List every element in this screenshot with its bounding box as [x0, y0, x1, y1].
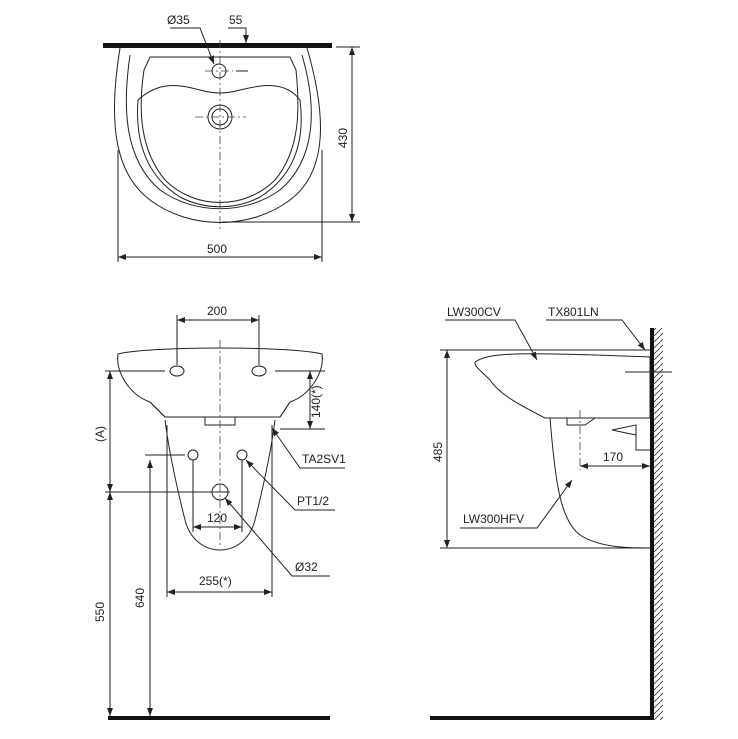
- basin-front: [117, 347, 323, 418]
- bowl-inner: [137, 85, 302, 208]
- drain-diameter-label: Ø32: [295, 560, 318, 574]
- supply-spacing-label: 120: [207, 511, 227, 525]
- tap-height-label: 140(*): [309, 385, 323, 418]
- overflow-side: [566, 417, 596, 426]
- floor-front: [108, 716, 330, 720]
- bowl-outer: [140, 56, 299, 203]
- wall-hatch: [653, 328, 663, 720]
- trap-side: [611, 424, 650, 451]
- offset-label: 55: [229, 13, 243, 27]
- bracket-spacing-label: 255(*): [199, 574, 232, 588]
- projection-label: 170: [603, 450, 623, 464]
- tap-hole-left: [169, 365, 185, 377]
- basin-model-label: LW300CV: [447, 305, 501, 319]
- height-a-label: (A): [93, 426, 107, 442]
- top-view: Ø35 55 430 500: [103, 13, 360, 262]
- bracket-label: TA2SV1: [302, 452, 346, 466]
- supply-height-label: 640: [133, 588, 147, 608]
- basin-side: [474, 353, 651, 419]
- side-height-label: 485: [431, 442, 445, 462]
- tap-spacing-label: 200: [207, 304, 227, 318]
- wall: [650, 328, 654, 720]
- depth-label: 430: [336, 128, 350, 148]
- supply-label: PT1/2: [297, 494, 329, 508]
- supply-right: [236, 449, 248, 461]
- side-view: 485 170 LW300CV TX801LN LW300HFV: [430, 305, 672, 720]
- basin-outer: [113, 47, 321, 223]
- pedestal-side: [549, 417, 651, 549]
- hole-diameter-label: Ø35: [167, 13, 190, 27]
- floor-side: [430, 716, 654, 720]
- basin-rim: [125, 54, 312, 210]
- pedestal-model-label: LW300HFV: [463, 512, 524, 526]
- supply-left: [187, 449, 199, 461]
- front-view: 200 140(*) (A) 550 640 120 255(*) TA2SV1…: [93, 304, 346, 720]
- wall-edge: [103, 43, 332, 48]
- tap-hole-right: [251, 365, 267, 377]
- width-label: 500: [207, 242, 227, 256]
- fixing-model-label: TX801LN: [548, 305, 599, 319]
- drain-height-label: 550: [93, 602, 107, 622]
